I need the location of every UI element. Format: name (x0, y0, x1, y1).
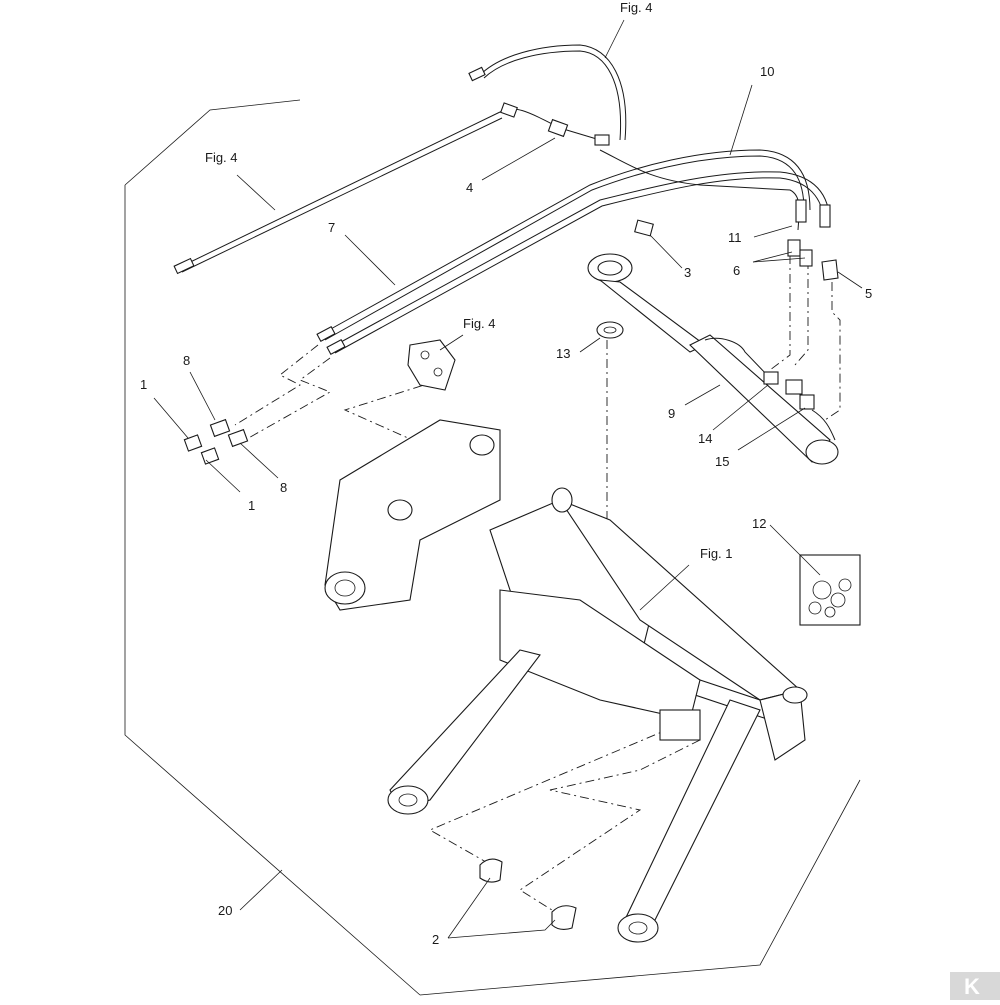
label-part-9: 9 (668, 406, 675, 421)
label-part-14: 14 (698, 431, 712, 446)
brand-logo-text: K (964, 974, 980, 999)
label-fig1: Fig. 1 (700, 546, 733, 561)
callout-labels: Fig. 4 Fig. 4 Fig. 4 Fig. 1 10 4 7 11 6 … (140, 0, 872, 947)
brand-logo-icon: K (950, 972, 1000, 1000)
valve-block (407, 339, 456, 391)
seal-kit-bag (799, 554, 861, 626)
label-part-20: 20 (218, 903, 232, 918)
dashed-routing-lines (234, 255, 841, 916)
label-part-15: 15 (715, 454, 729, 469)
label-part-10: 10 (760, 64, 774, 79)
assembly-boundary-left (124, 185, 421, 996)
label-part-3: 3 (684, 265, 691, 280)
fittings (183, 219, 839, 465)
label-fig4-left: Fig. 4 (205, 150, 238, 165)
label-part-8-top: 8 (183, 353, 190, 368)
label-part-13: 13 (556, 346, 570, 361)
hose-clips (479, 858, 577, 931)
hydraulic-cylinder (587, 253, 839, 465)
loader-frame (324, 419, 808, 943)
label-part-2: 2 (432, 932, 439, 947)
washer (596, 321, 624, 339)
label-part-8-bottom: 8 (280, 480, 287, 495)
label-part-1-left: 1 (140, 377, 147, 392)
label-part-6: 6 (733, 263, 740, 278)
assembly-boundary-bottom (419, 779, 861, 996)
label-part-1-bottom: 1 (248, 498, 255, 513)
label-part-11: 11 (728, 230, 742, 245)
hose-group (173, 44, 831, 356)
label-part-7: 7 (328, 220, 335, 235)
label-part-5: 5 (865, 286, 872, 301)
label-fig4-top: Fig. 4 (620, 0, 653, 15)
leader-lines (153, 19, 863, 939)
label-part-12: 12 (752, 516, 766, 531)
label-fig4-mid: Fig. 4 (463, 316, 496, 331)
assembly-boundary (124, 99, 301, 186)
label-part-4: 4 (466, 180, 473, 195)
